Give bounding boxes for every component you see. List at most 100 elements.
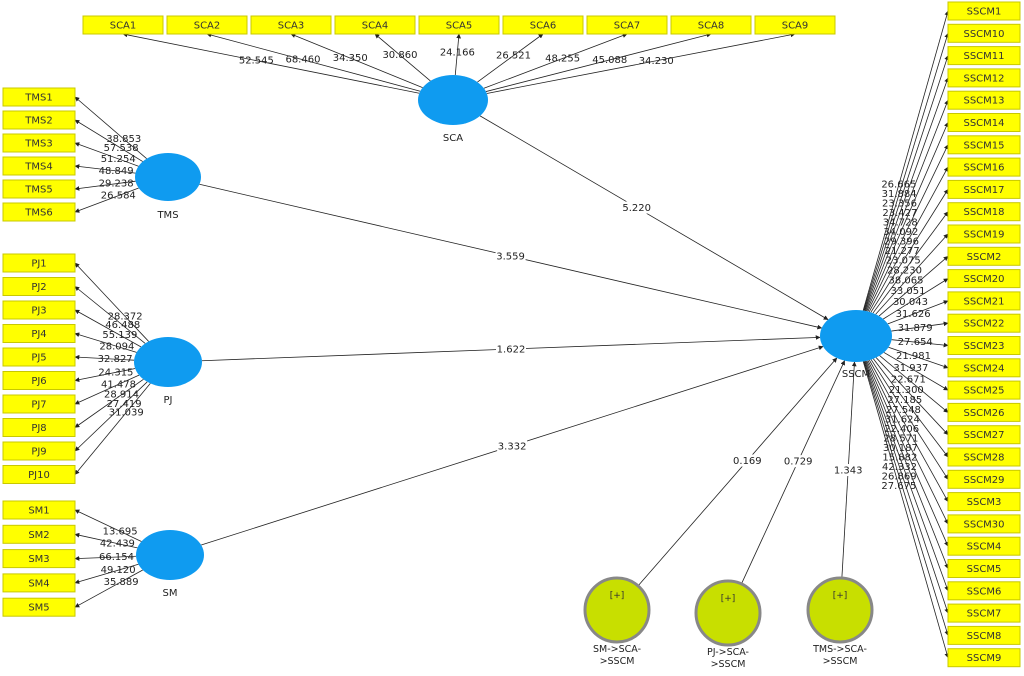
indicator-sca2[interactable]	[166, 15, 248, 35]
indicator-sscm13[interactable]	[947, 90, 1021, 110]
indicator-pj1[interactable]	[2, 253, 76, 273]
indicator-sscm30[interactable]	[947, 514, 1021, 534]
indicator-sscm26[interactable]	[947, 402, 1021, 422]
indicator-sscm10[interactable]	[947, 23, 1021, 43]
indicator-tms2[interactable]	[2, 110, 76, 130]
moderator-expand-mod-sm[interactable]: [+]	[610, 591, 625, 601]
moderator-mod-tms[interactable]	[806, 576, 874, 644]
moderator-mod-pj[interactable]	[694, 579, 762, 647]
loading-edge-sm3	[74, 555, 137, 561]
indicator-sm4[interactable]	[2, 573, 76, 593]
loading-value-sscm28: 27.185	[887, 395, 922, 406]
indicator-tms4[interactable]	[2, 156, 76, 176]
indicator-sscm23[interactable]	[947, 336, 1021, 355]
indicator-tms6[interactable]	[2, 202, 76, 222]
latent-tms[interactable]	[135, 153, 201, 201]
loading-edge-sscm22	[891, 321, 949, 332]
indicator-sm2[interactable]	[2, 524, 76, 544]
indicator-sscm5[interactable]	[947, 559, 1021, 578]
indicator-sscm18[interactable]	[947, 202, 1021, 222]
indicator-sm1[interactable]	[2, 500, 76, 520]
indicator-tms5[interactable]	[2, 179, 76, 199]
indicator-label-pj10: PJ10	[28, 470, 50, 481]
indicator-sscm14[interactable]	[947, 113, 1021, 132]
indicator-sca5[interactable]	[418, 15, 500, 35]
indicator-sscm4[interactable]	[947, 536, 1021, 556]
indicator-label-sca4: SCA4	[362, 21, 389, 32]
indicator-sscm9[interactable]	[947, 648, 1021, 668]
indicator-sscm7[interactable]	[947, 603, 1021, 623]
loading-edge-sscm1	[862, 10, 950, 311]
indicator-sscm25[interactable]	[947, 380, 1021, 400]
latent-pj[interactable]	[134, 337, 202, 387]
indicator-sca3[interactable]	[250, 15, 332, 35]
indicator-sscm8[interactable]	[947, 625, 1021, 645]
indicator-pj4[interactable]	[2, 324, 76, 343]
indicator-pj5[interactable]	[2, 347, 76, 367]
indicator-sscm21[interactable]	[947, 291, 1021, 311]
loading-value-tms3: 51.254	[101, 154, 136, 165]
latent-sm[interactable]	[136, 530, 204, 580]
indicator-sscm27[interactable]	[947, 425, 1021, 445]
indicator-sca7[interactable]	[586, 15, 668, 35]
indicator-label-sm2: SM2	[28, 530, 49, 541]
loading-value-sm1: 13.695	[103, 526, 138, 537]
loading-value-sscm1: 26.665	[881, 180, 916, 191]
loading-edge-pj7	[74, 374, 140, 405]
indicator-pj7[interactable]	[2, 394, 76, 414]
loading-edge-sscm28	[873, 358, 949, 458]
loading-edge-sscm14	[866, 122, 949, 312]
loading-value-sca5: 24.166	[440, 47, 475, 58]
indicator-pj8[interactable]	[2, 418, 76, 437]
indicator-sca6[interactable]	[502, 15, 584, 35]
indicator-tms1[interactable]	[2, 87, 76, 107]
moderator-mod-sm[interactable]	[583, 576, 651, 644]
moderator-expand-mod-tms[interactable]: [+]	[833, 591, 848, 601]
indicator-sca1[interactable]	[82, 15, 164, 35]
indicator-sscm17[interactable]	[947, 179, 1021, 199]
latent-label-sm: SM	[163, 588, 178, 599]
path-value-mod-pj-sscm: 0.729	[784, 457, 813, 468]
indicator-sm3[interactable]	[2, 549, 76, 569]
indicator-sca8[interactable]	[670, 15, 752, 35]
indicator-sm5[interactable]	[2, 597, 76, 617]
path-value-mod-tms-sscm: 1.343	[834, 466, 863, 477]
indicator-sscm2[interactable]	[947, 246, 1021, 266]
indicator-sscm19[interactable]	[947, 224, 1021, 244]
indicator-sscm3[interactable]	[947, 492, 1021, 512]
loading-edge-sscm2	[878, 255, 949, 317]
loading-value-sscm11: 23.356	[882, 199, 917, 210]
loading-value-pj6: 24.315	[98, 367, 133, 378]
indicator-pj2[interactable]	[2, 277, 76, 296]
latent-sscm[interactable]	[820, 310, 892, 362]
indicator-label-sm3: SM3	[28, 554, 49, 565]
indicator-sscm22[interactable]	[947, 313, 1021, 333]
loading-edge-pj6	[74, 368, 136, 383]
indicator-sscm20[interactable]	[947, 269, 1021, 289]
indicator-sscm6[interactable]	[947, 581, 1021, 601]
moderator-expand-mod-pj[interactable]: [+]	[721, 594, 736, 604]
loading-value-sscm8: 26.869	[882, 471, 917, 482]
indicator-tms3[interactable]	[2, 133, 76, 153]
indicator-label-pj5: PJ5	[31, 353, 46, 364]
indicator-sscm15[interactable]	[947, 135, 1021, 155]
indicator-sscm1[interactable]	[947, 1, 1021, 21]
indicator-pj3[interactable]	[2, 300, 76, 320]
indicator-sscm16[interactable]	[947, 157, 1021, 177]
indicator-sscm29[interactable]	[947, 469, 1021, 489]
loading-edge-pj9	[74, 381, 148, 452]
loading-value-sm4: 49.120	[101, 565, 136, 576]
indicator-pj9[interactable]	[2, 441, 76, 461]
indicator-sscm28[interactable]	[947, 447, 1021, 467]
indicator-sca4[interactable]	[334, 15, 416, 35]
indicator-label-sscm15: SSCM15	[963, 140, 1004, 151]
indicator-sca9[interactable]	[754, 15, 836, 35]
indicator-label-sscm23: SSCM23	[963, 341, 1004, 352]
indicator-pj6[interactable]	[2, 371, 76, 390]
loading-value-sscm19: 38.065	[889, 276, 924, 287]
indicator-pj10[interactable]	[2, 465, 76, 484]
indicator-sscm11[interactable]	[947, 46, 1021, 66]
latent-sca[interactable]	[418, 75, 488, 125]
indicator-sscm24[interactable]	[947, 358, 1021, 378]
indicator-sscm12[interactable]	[947, 68, 1021, 88]
